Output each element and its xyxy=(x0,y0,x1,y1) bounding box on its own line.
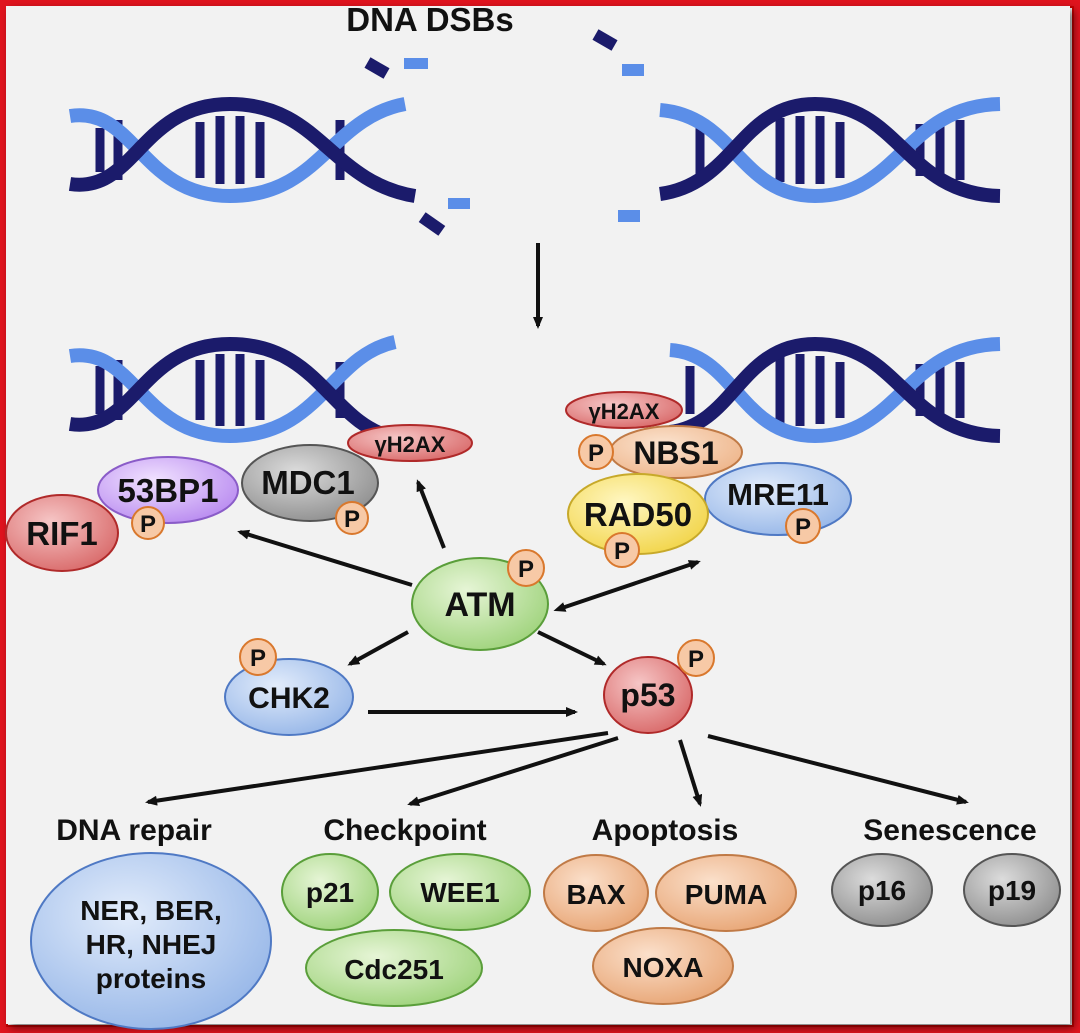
svg-text:p16: p16 xyxy=(858,875,906,906)
phospho-mdc1-badge: P xyxy=(335,501,369,535)
protein-gamma-h2ax-right: γH2AX xyxy=(565,391,683,429)
dna-helix-mid-left xyxy=(68,335,397,445)
svg-text:P: P xyxy=(688,646,704,673)
svg-text:P: P xyxy=(250,645,266,672)
protein-p16: p16 xyxy=(831,853,933,927)
arrow-p53-to-apoptosis xyxy=(678,739,703,807)
arrow-atm-to-53bp1 xyxy=(237,529,413,587)
protein-p19: p19 xyxy=(963,853,1061,927)
svg-text:γH2AX: γH2AX xyxy=(375,432,446,457)
phospho-badges: P P P P P P P P xyxy=(131,434,821,677)
protein-mdc1: MDC1 xyxy=(241,444,379,522)
svg-text:P: P xyxy=(344,506,360,533)
svg-text:PUMA: PUMA xyxy=(685,879,767,910)
phospho-nbs1-badge: P xyxy=(578,434,614,470)
protein-53bp1: 53BP1 xyxy=(97,456,239,524)
svg-text:P: P xyxy=(518,556,534,583)
heading-checkpoint: Checkpoint xyxy=(323,814,486,847)
svg-text:NOXA: NOXA xyxy=(623,952,704,983)
svg-text:Cdc251: Cdc251 xyxy=(344,954,444,985)
svg-text:ATM: ATM xyxy=(444,586,515,624)
protein-bax: BAX xyxy=(543,854,649,932)
dna-helix-top-left xyxy=(68,96,417,204)
arrow-p53-to-dna-repair xyxy=(145,731,609,806)
protein-noxa: NOXA xyxy=(592,927,734,1005)
protein-p21: p21 xyxy=(281,853,379,931)
phospho-53bp1-badge: P xyxy=(131,506,165,540)
svg-text:P: P xyxy=(140,511,156,538)
protein-cdc251: Cdc251 xyxy=(305,929,483,1007)
svg-text:BAX: BAX xyxy=(566,879,625,910)
protein-puma: PUMA xyxy=(655,854,797,932)
protein-wee1: WEE1 xyxy=(389,853,531,931)
diagram-title: DNA DSBs xyxy=(346,1,513,38)
phospho-rad50-badge: P xyxy=(604,532,640,568)
dna-break-fragments xyxy=(364,29,644,236)
svg-text:RIF1: RIF1 xyxy=(26,515,98,552)
dna-helix-top-right xyxy=(658,96,1001,204)
svg-text:NBS1: NBS1 xyxy=(633,435,718,471)
svg-text:MDC1: MDC1 xyxy=(261,464,355,501)
protein-p53: p53 xyxy=(603,656,693,734)
svg-text:HR, NHEJ: HR, NHEJ xyxy=(86,929,217,960)
svg-text:P: P xyxy=(588,440,604,467)
svg-text:CHK2: CHK2 xyxy=(248,682,330,715)
svg-text:P: P xyxy=(795,514,811,541)
svg-text:WEE1: WEE1 xyxy=(420,877,499,908)
phospho-p53-badge: P xyxy=(677,639,715,677)
arrow-p53-to-senescence xyxy=(707,734,969,805)
svg-text:p19: p19 xyxy=(988,875,1036,906)
protein-mre11: MRE11 xyxy=(704,462,852,536)
phospho-mre11-badge: P xyxy=(785,508,821,544)
protein-gamma-h2ax-left: γH2AX xyxy=(347,424,473,462)
svg-text:P: P xyxy=(614,538,630,565)
heading-dna-repair: DNA repair xyxy=(56,814,212,847)
arrow-atm-to-chk2 xyxy=(347,630,409,666)
svg-text:p53: p53 xyxy=(620,677,675,713)
svg-text:MRE11: MRE11 xyxy=(727,477,829,512)
arrow-atm-mrn xyxy=(553,560,701,612)
svg-text:NER, BER,: NER, BER, xyxy=(80,895,222,926)
phospho-chk2-badge: P xyxy=(239,638,277,676)
repair-proteins-node: NER, BER, HR, NHEJ proteins xyxy=(30,852,272,1030)
phospho-atm-badge: P xyxy=(507,549,545,587)
protein-chk2: CHK2 xyxy=(224,658,354,736)
svg-text:53BP1: 53BP1 xyxy=(118,472,219,509)
protein-nbs1: NBS1 xyxy=(609,425,743,479)
dna-helix-mid-right xyxy=(668,336,1001,444)
heading-senescence: Senescence xyxy=(863,814,1036,847)
arrow-p53-to-checkpoint xyxy=(407,736,619,807)
arrow-atm-to-p53 xyxy=(537,630,607,666)
svg-text:proteins: proteins xyxy=(96,963,206,994)
heading-apoptosis: Apoptosis xyxy=(592,814,739,847)
arrow-atm-to-h2ax xyxy=(416,479,446,549)
svg-text:RAD50: RAD50 xyxy=(584,496,692,533)
svg-text:p21: p21 xyxy=(306,877,354,908)
svg-text:γH2AX: γH2AX xyxy=(589,399,660,424)
protein-rif1: RIF1 xyxy=(5,494,119,572)
